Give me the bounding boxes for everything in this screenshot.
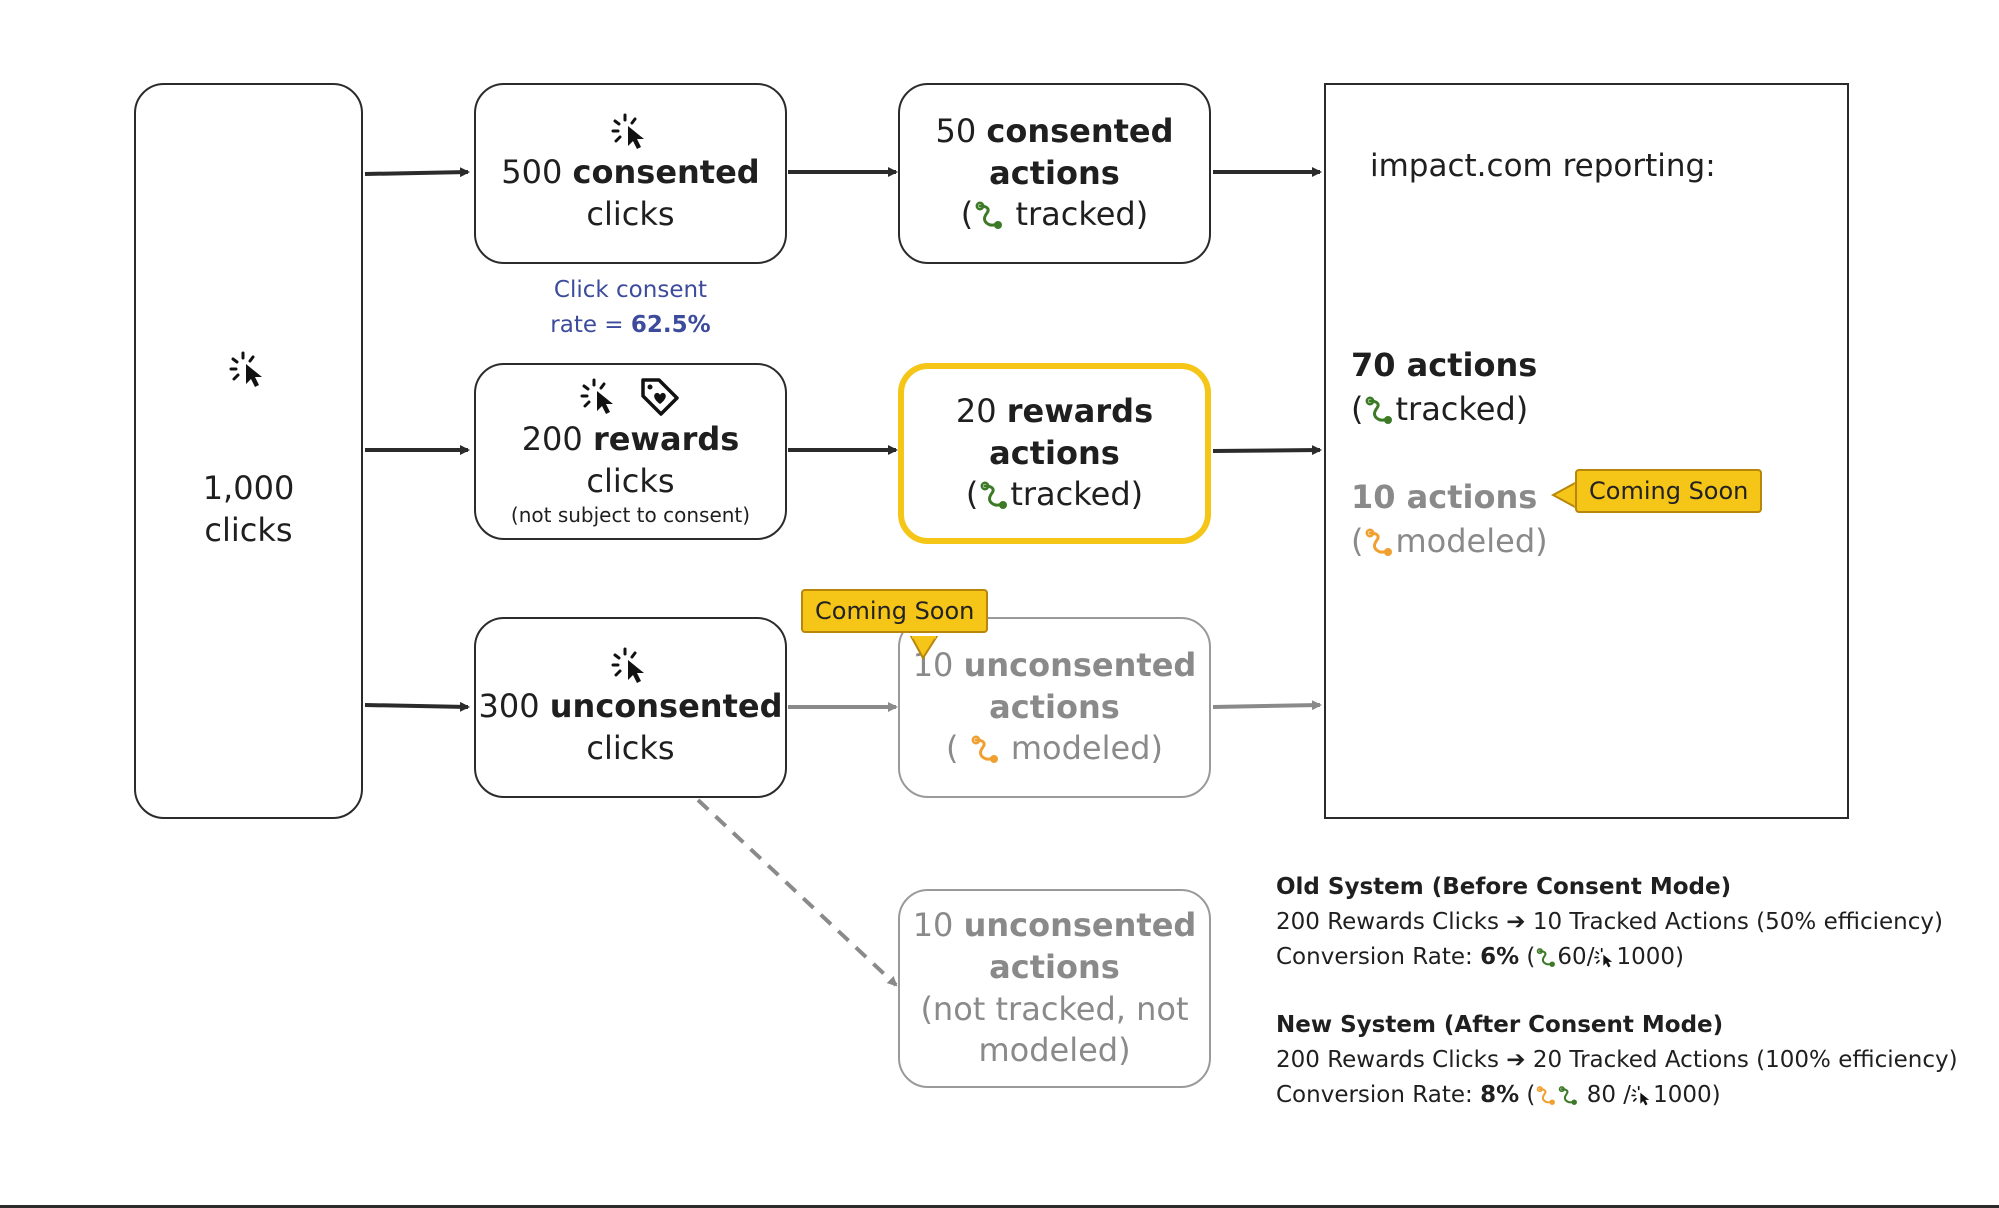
old-rate-value: 6%: [1480, 944, 1520, 970]
tracked-route-icon: [980, 481, 1008, 510]
arrow-source-to-consented: [364, 167, 470, 178]
tracked-route-icon: [1366, 396, 1393, 424]
rewards-clicks-note: (not subject to consent): [510, 503, 751, 528]
price-tag-heart-icon: [640, 378, 679, 416]
consented-clicks-line1: 500 consented: [501, 152, 760, 191]
report-modeled-count: 10 actions: [1351, 478, 1538, 516]
arrow-modeled-to-report: [1212, 700, 1322, 711]
total-clicks-label: clicks: [204, 511, 293, 549]
tracked-route-icon: [975, 201, 1003, 230]
bottom-border: [0, 1205, 1999, 1208]
arrow-dashed-unconsented-to-untracked: [696, 798, 898, 987]
total-clicks-box: 1,000 clicks: [134, 83, 363, 819]
badge-pointer-left: [1551, 480, 1577, 510]
badge-pointer-down: [909, 636, 939, 660]
new-system-heading: New System (After Consent Mode): [1276, 1012, 1724, 1038]
consented-clicks-line2: clicks: [586, 194, 675, 233]
consent-rate-value: 62.5%: [630, 312, 711, 338]
unconsented-clicks-line2: clicks: [586, 728, 675, 767]
unconsented-clicks-line1: 300 unconsented: [478, 686, 783, 725]
arrow-source-to-unconsented: [364, 701, 470, 712]
unconsented-clicks-box: 300 unconsented clicks: [474, 617, 787, 798]
cursor-click-icon: [1594, 947, 1613, 967]
cursor-click-icon: [611, 647, 644, 683]
old-system-notes: Old System (Before Consent Mode) 200 Rew…: [1276, 870, 1943, 975]
coming-soon-badge-right: Coming Soon: [1575, 469, 1763, 513]
consented-clicks-box: 500 consented clicks: [474, 83, 787, 264]
report-title: impact.com reporting:: [1370, 148, 1716, 184]
report-tracked-count: 70 actions: [1351, 346, 1538, 384]
old-system-heading: Old System (Before Consent Mode): [1276, 874, 1732, 900]
new-system-notes: New System (After Consent Mode) 200 Rewa…: [1276, 1008, 1958, 1113]
modeled-route-icon: [1366, 528, 1393, 556]
click-consent-rate: Click consent rate = 62.5%: [550, 277, 711, 338]
coming-soon-badge-top: Coming Soon: [801, 589, 989, 633]
modeled-route-icon: [971, 735, 998, 764]
unconsented-actions-untracked-box: 10 unconsented actions (not tracked, not…: [898, 889, 1211, 1088]
report-tracked: 70 actions (tracked): [1351, 346, 1538, 428]
rewards-actions-box: 20 rewards actions (tracked): [898, 363, 1211, 544]
unconsented-actions-modeled-box: 10 unconsented actions ( modeled): [898, 617, 1211, 798]
tracked-route-icon: [1537, 947, 1556, 967]
cursor-click-icon: [1631, 1085, 1650, 1105]
rewards-clicks-box: 200 rewards clicks (not subject to conse…: [474, 363, 787, 540]
cursor-click-icon: [229, 351, 262, 388]
tracked-route-icon: [1559, 1085, 1578, 1105]
total-clicks-count: 1,000: [202, 469, 295, 508]
cursor-click-icon: [611, 113, 644, 149]
rewards-clicks-line1: 200 rewards clicks: [521, 419, 740, 500]
report-modeled: 10 actions (modeled): [1351, 478, 1548, 560]
arrow-rewards-actions-to-report: [1212, 445, 1322, 456]
consented-actions-box: 50 consented actions ( tracked): [898, 83, 1211, 264]
new-rate-value: 8%: [1480, 1082, 1520, 1108]
modeled-route-icon: [1537, 1085, 1556, 1105]
cursor-click-icon: [580, 378, 613, 414]
impact-reporting-panel: impact.com reporting: 70 actions (tracke…: [1324, 83, 1849, 819]
